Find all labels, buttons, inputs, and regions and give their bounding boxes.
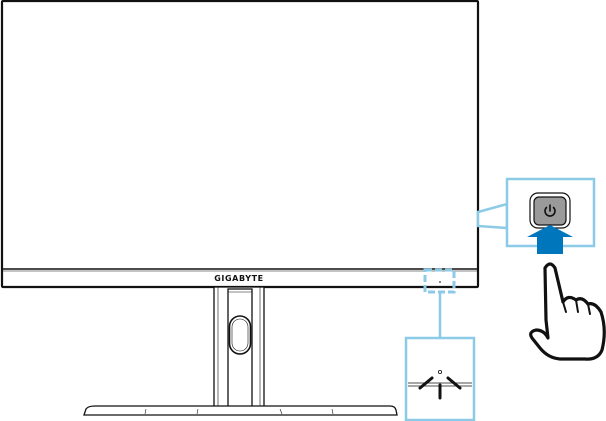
led-callout-box [404, 336, 476, 421]
led-indicator-icon [418, 369, 462, 400]
power-led-callout [404, 268, 476, 421]
power-button-callout [476, 177, 596, 254]
monitor [0, 0, 480, 289]
stand-neck [213, 286, 265, 411]
power-led [439, 281, 441, 283]
monitor-stand [83, 286, 398, 416]
press-arrow-icon [527, 225, 573, 254]
callout-connector [476, 202, 509, 230]
pointing-hand-icon [529, 262, 606, 361]
cable-hole [228, 315, 252, 355]
power-icon [544, 204, 556, 217]
monitor-frame [0, 0, 480, 289]
brand-logo: GIGABYTE [214, 274, 263, 283]
stand-base [83, 405, 398, 416]
